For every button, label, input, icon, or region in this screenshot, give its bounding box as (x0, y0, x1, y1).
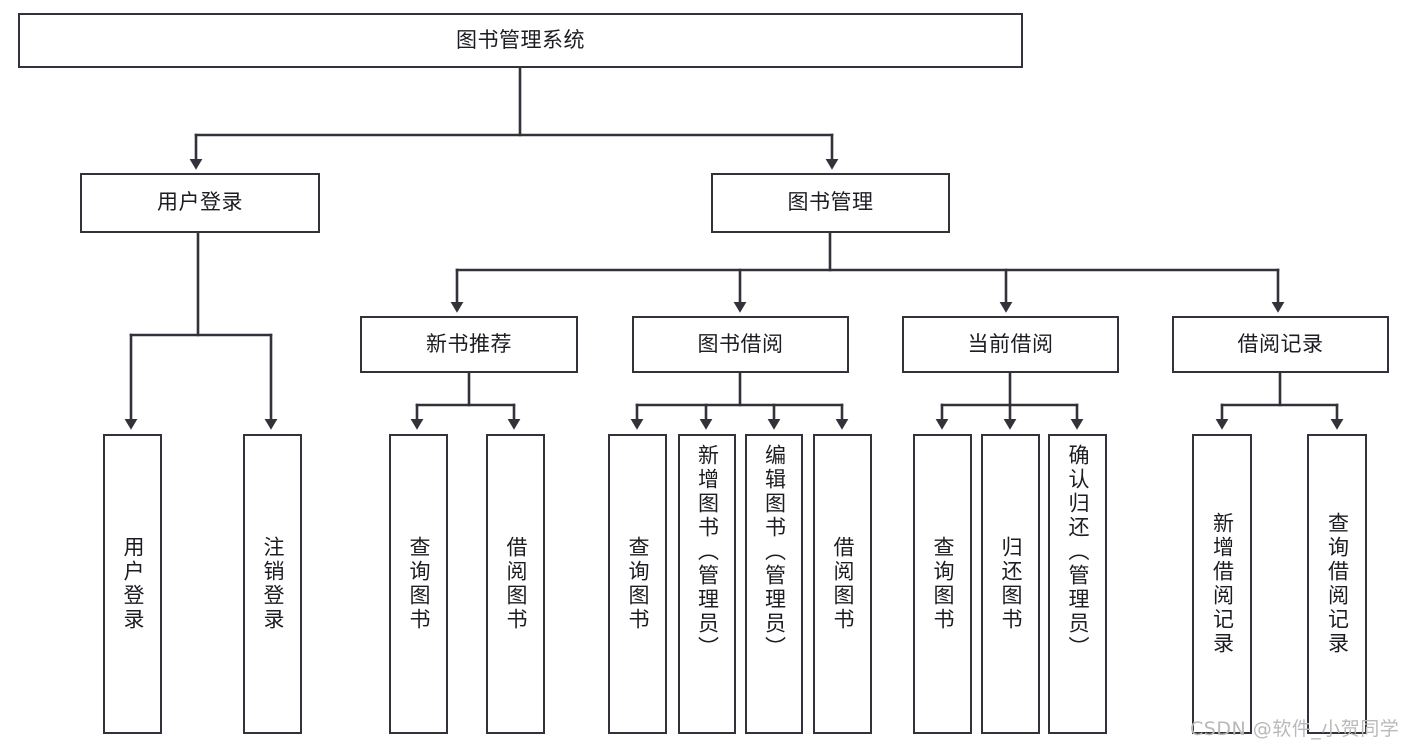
node-label: 图书管理 (787, 190, 874, 215)
leaf-user-login[interactable]: 用户登录 (103, 434, 162, 734)
node-label: 查询图书 (931, 536, 955, 632)
leaf-add-book-admin[interactable]: 新增图书（管理员） (678, 434, 736, 734)
leaf-logout[interactable]: 注销登录 (243, 434, 302, 734)
node-label: 图书管理系统 (456, 27, 585, 52)
node-label: 新增借阅记录 (1210, 512, 1235, 656)
leaf-query-books-recommend[interactable]: 查询图书 (389, 434, 448, 734)
node-label: 借阅图书 (504, 536, 528, 632)
node-user-login[interactable]: 用户登录 (80, 173, 320, 233)
node-label: 新增图书（管理员） (695, 444, 720, 660)
node-label: 编辑图书（管理员） (762, 444, 787, 660)
node-label: 归还图书 (999, 536, 1023, 632)
node-label: 当前借阅 (967, 331, 1054, 356)
node-label: 用户登录 (121, 536, 145, 632)
leaf-query-books-borrow[interactable]: 查询图书 (608, 434, 667, 734)
leaf-add-borrow-record[interactable]: 新增借阅记录 (1192, 434, 1252, 734)
node-root-book-management-system[interactable]: 图书管理系统 (18, 13, 1023, 68)
node-book-management[interactable]: 图书管理 (711, 173, 950, 233)
leaf-edit-book-admin[interactable]: 编辑图书（管理员） (745, 434, 803, 734)
node-label: 借阅记录 (1237, 331, 1324, 356)
node-label: 借阅图书 (831, 536, 855, 632)
leaf-return-books[interactable]: 归还图书 (981, 434, 1040, 734)
node-label: 查询图书 (626, 536, 650, 632)
node-label: 图书借阅 (697, 331, 784, 356)
node-book-borrowing[interactable]: 图书借阅 (632, 316, 849, 373)
node-new-book-recommendation[interactable]: 新书推荐 (360, 316, 578, 373)
node-borrow-records[interactable]: 借阅记录 (1172, 316, 1389, 373)
node-label: 查询图书 (407, 536, 431, 632)
csdn-watermark: CSDN @软件_小贺同学 (1190, 718, 1400, 740)
node-current-borrowing[interactable]: 当前借阅 (902, 316, 1119, 373)
node-label: 用户登录 (157, 190, 243, 215)
node-label: 新书推荐 (426, 331, 512, 356)
leaf-borrow-books-borrow[interactable]: 借阅图书 (813, 434, 872, 734)
leaf-confirm-return-admin[interactable]: 确认归还（管理员） (1048, 434, 1107, 734)
leaf-query-books-current[interactable]: 查询图书 (913, 434, 972, 734)
node-label: 查询借阅记录 (1325, 512, 1350, 656)
leaf-borrow-books-recommend[interactable]: 借阅图书 (486, 434, 545, 734)
node-label: 确认归还（管理员） (1066, 444, 1090, 660)
node-label: 注销登录 (261, 536, 285, 632)
leaf-query-borrow-record[interactable]: 查询借阅记录 (1307, 434, 1367, 734)
